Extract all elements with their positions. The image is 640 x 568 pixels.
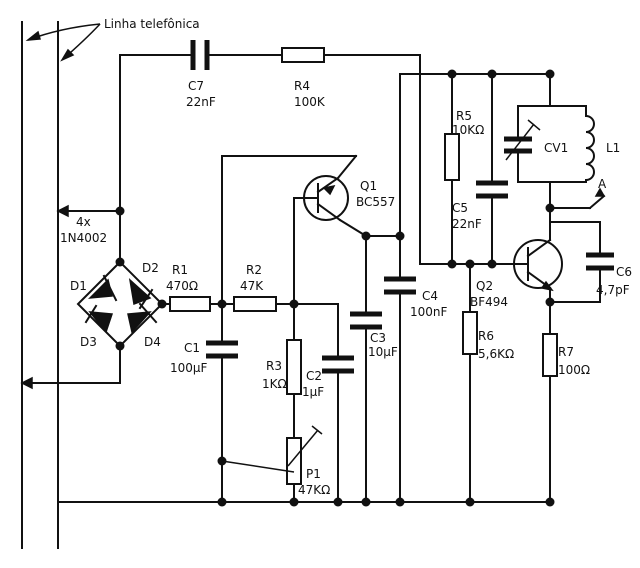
r1-name: R1 bbox=[172, 263, 188, 277]
r6-name: R6 bbox=[478, 329, 494, 343]
q2-part: BF494 bbox=[470, 295, 508, 309]
r5-name: R5 bbox=[456, 109, 472, 123]
cv1-name: CV1 bbox=[544, 141, 568, 155]
phone-line-label: Linha telefônica bbox=[104, 17, 200, 31]
diode-d4 bbox=[127, 302, 158, 334]
d1-label: D1 bbox=[70, 279, 87, 293]
r1-value: 470Ω bbox=[166, 279, 198, 293]
q1-name: Q1 bbox=[360, 179, 377, 193]
c6-value: 4,7pF bbox=[596, 283, 630, 297]
r7-value: 100Ω bbox=[558, 363, 590, 377]
d4-label: D4 bbox=[144, 335, 161, 349]
diode-d3 bbox=[84, 304, 114, 334]
c3-value: 10µF bbox=[368, 345, 398, 359]
c3-name: C3 bbox=[370, 331, 386, 345]
supply-decoupling: C3 10µF C4 100nF bbox=[350, 73, 448, 503]
r3-value: 1KΩ bbox=[262, 377, 287, 391]
r4-name: R4 bbox=[294, 79, 310, 93]
q2-name: Q2 bbox=[476, 279, 493, 293]
top-feedback-line: C7 22nF R4 100K bbox=[119, 40, 513, 269]
d3-label: D3 bbox=[80, 335, 97, 349]
c7-name: C7 bbox=[188, 79, 204, 93]
r6-value: 5,6KΩ bbox=[478, 347, 514, 361]
telephone-line: Linha telefônica bbox=[20, 17, 200, 549]
c4-value: 100nF bbox=[410, 305, 448, 319]
c6-name: C6 bbox=[616, 265, 632, 279]
r2-name: R2 bbox=[246, 263, 262, 277]
q1-part: BC557 bbox=[356, 195, 395, 209]
c1-name: C1 bbox=[184, 341, 200, 355]
antenna-label: A bbox=[598, 177, 607, 191]
r2-value: 47K bbox=[240, 279, 264, 293]
l1-name: L1 bbox=[606, 141, 620, 155]
diode-bridge: 4x 1N4002 D1 D2 D3 D4 bbox=[60, 54, 167, 384]
r5-value: 10KΩ bbox=[452, 123, 484, 137]
c5-name: C5 bbox=[452, 201, 468, 215]
c1-value: 100µF bbox=[170, 361, 208, 375]
d2-label: D2 bbox=[142, 261, 159, 275]
bias-network: R3 1KΩ P1 47KΩ C2 1µF bbox=[221, 303, 354, 503]
transistor-q2: Q2 BF494 C6 4,7pF R7 100Ω R6 5,6KΩ bbox=[462, 207, 632, 503]
r7-name: R7 bbox=[558, 345, 574, 359]
c7-value: 22nF bbox=[186, 95, 216, 109]
diode-d1 bbox=[88, 274, 118, 302]
ground-rail bbox=[57, 497, 555, 507]
c4-name: C4 bbox=[422, 289, 438, 303]
p1-value: 47KΩ bbox=[298, 483, 330, 497]
audio-input-network: R1 470Ω R2 47K C1 100µF bbox=[161, 155, 339, 503]
transistor-q1: Q1 BC557 bbox=[221, 154, 401, 305]
p1-name: P1 bbox=[306, 467, 321, 481]
r4-value: 100K bbox=[294, 95, 326, 109]
c2-value: 1µF bbox=[302, 385, 324, 399]
c5-value: 22nF bbox=[452, 217, 482, 231]
oscillator-tank: R5 10KΩ C5 22nF CV1 L1 A bbox=[399, 69, 620, 269]
r3-name: R3 bbox=[266, 359, 282, 373]
bridge-count-label: 4x bbox=[76, 215, 91, 229]
c2-name: C2 bbox=[306, 369, 322, 383]
bridge-part-label: 1N4002 bbox=[60, 231, 107, 245]
